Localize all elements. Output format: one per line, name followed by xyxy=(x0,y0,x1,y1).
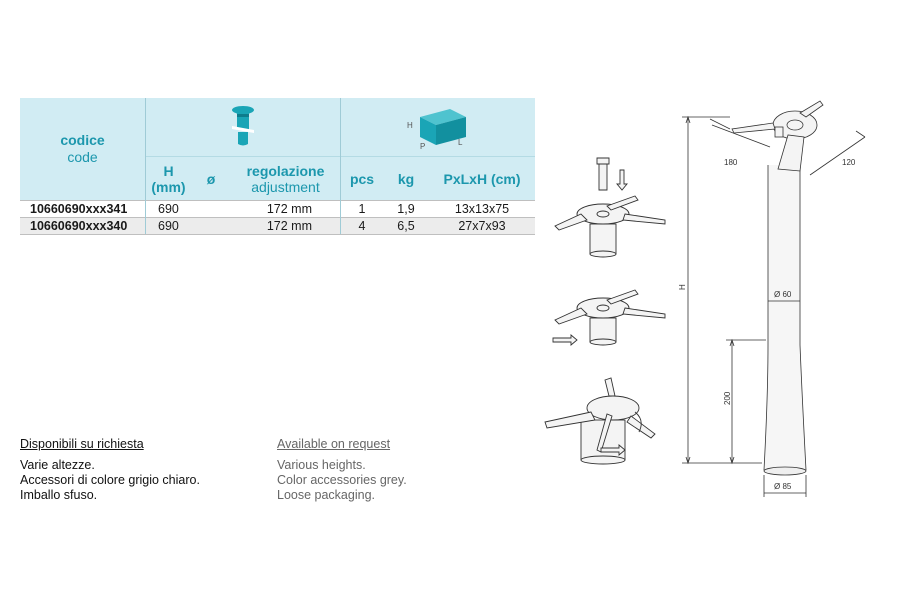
col-reg-header: regolazione adjustment xyxy=(231,156,341,201)
notes-en-heading: Available on request xyxy=(277,437,391,451)
dim-h: H xyxy=(678,284,687,290)
row-dims: 13x13x75 xyxy=(429,200,535,218)
box-label-h: H xyxy=(407,121,413,130)
code-header: codice code xyxy=(20,98,146,201)
box-label-l: L xyxy=(458,138,463,147)
row-h: 690 xyxy=(145,200,191,218)
row-kg: 6,5 xyxy=(383,217,429,235)
assembly-step-icon xyxy=(552,289,666,346)
row-kg: 1,9 xyxy=(383,200,429,218)
leg-group-header xyxy=(145,98,341,157)
row-reg: 172 mm xyxy=(231,200,341,218)
row-h: 690 xyxy=(145,217,191,235)
notes-it-line: Accessori di colore grigio chiaro. xyxy=(20,473,200,487)
notes-it-line: Varie altezze. xyxy=(20,458,95,472)
dim-d85: Ø 85 xyxy=(774,482,792,491)
row-code: 10660690xxx341 xyxy=(20,200,146,218)
box-label-p: P xyxy=(420,142,425,149)
col-reg-it: regolazione xyxy=(246,162,325,179)
code-label-en: code xyxy=(67,149,98,165)
col-h-header: H (mm) xyxy=(145,156,191,201)
table-row: 10660690xxx340 690 172 mm 4 6,5 27x7x93 xyxy=(20,217,535,235)
row-diam xyxy=(191,217,231,235)
assembly-step-icon xyxy=(544,377,656,465)
dim-d60: Ø 60 xyxy=(774,290,792,299)
code-label-it: codice xyxy=(60,132,105,148)
col-dims-header: PxLxH (cm) xyxy=(429,156,535,201)
leg-icon xyxy=(232,105,254,145)
row-pcs: 1 xyxy=(340,200,383,218)
table-row: 10660690xxx341 690 172 mm 1 1,9 13x13x75 xyxy=(20,200,535,218)
col-kg-header: kg xyxy=(383,156,429,201)
notes-italian: Disponibili su richiesta Varie altezze. … xyxy=(20,437,200,503)
notes-it-heading: Disponibili su richiesta xyxy=(20,437,144,451)
row-diam xyxy=(191,200,231,218)
col-reg-en: adjustment xyxy=(251,178,320,195)
notes-english: Available on request Various heights. Co… xyxy=(277,437,407,503)
col-pcs-header: pcs xyxy=(340,156,383,201)
notes-en-line: Color accessories grey. xyxy=(277,473,407,487)
assembly-steps-drawing xyxy=(544,157,666,465)
col-h-unit: (mm) xyxy=(151,178,186,195)
col-h-label: H xyxy=(163,162,174,179)
row-dims: 27x7x93 xyxy=(429,217,535,235)
assembly-step-icon xyxy=(554,157,666,258)
row-pcs: 4 xyxy=(340,217,383,235)
dim-200: 200 xyxy=(723,391,732,405)
row-code: 10660690xxx340 xyxy=(20,217,146,235)
spec-table: codice code H P L H (m xyxy=(20,98,535,235)
notes-it-line: Imballo sfuso. xyxy=(20,488,98,502)
dim-120: 120 xyxy=(842,158,856,167)
notes-en-line: Loose packaging. xyxy=(277,488,375,502)
packaging-group-header: H P L xyxy=(341,98,536,157)
box-icon: H P L xyxy=(407,108,466,151)
leg-technical-drawing: 180 120 H Ø 60 200 Ø 85 xyxy=(678,100,866,497)
col-diam-header: ø xyxy=(191,156,231,201)
notes-en-line: Various heights. xyxy=(277,458,366,472)
row-reg: 172 mm xyxy=(231,217,341,235)
table-header-row: codice code H P L xyxy=(20,98,536,201)
dim-180: 180 xyxy=(724,158,738,167)
